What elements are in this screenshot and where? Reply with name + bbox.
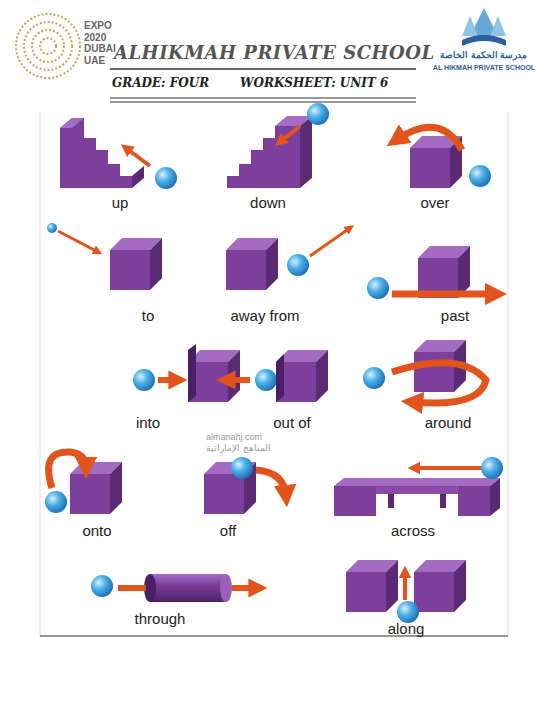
to-figure xyxy=(47,223,162,290)
rule xyxy=(40,635,508,636)
over-figure xyxy=(396,127,491,188)
preposition-label: along xyxy=(388,620,425,637)
preposition-label: past xyxy=(441,307,469,324)
preposition-label: onto xyxy=(82,522,111,539)
grade-label: GRADE: FOUR xyxy=(112,76,209,90)
watermark: المناهج الإماراتية xyxy=(206,443,271,453)
through-figure xyxy=(91,574,258,602)
school-title: ALHIKMAH PRIVATE SCHOOL xyxy=(114,42,435,63)
away-from-figure xyxy=(226,228,350,290)
along-figure xyxy=(346,560,466,623)
preposition-label: away from xyxy=(230,307,299,324)
rule xyxy=(110,97,416,98)
off-figure xyxy=(204,457,286,514)
preposition-label: through xyxy=(135,610,186,627)
rule xyxy=(110,101,416,102)
school-english-name: AL HIKMAH PRIVATE SCHOOL xyxy=(433,64,535,71)
preposition-label: down xyxy=(250,194,286,211)
school-logo xyxy=(462,8,506,46)
up-figure xyxy=(60,118,177,189)
rule xyxy=(110,68,416,70)
out-of-figure xyxy=(226,350,328,402)
preposition-label: to xyxy=(142,307,155,324)
preposition-label: up xyxy=(112,194,129,211)
across-figure xyxy=(334,457,503,516)
preposition-label: into xyxy=(136,414,160,431)
preposition-label: off xyxy=(220,522,236,539)
preposition-label: over xyxy=(420,194,449,211)
expo-logo xyxy=(16,14,80,78)
expo-logo-text: EXPO 2020 DUBAI UAE xyxy=(84,20,124,66)
worksheet-label: WORKSHEET: UNIT 6 xyxy=(240,76,388,90)
down-figure xyxy=(215,103,329,188)
preposition-label: across xyxy=(391,522,435,539)
into-figure xyxy=(133,344,240,402)
school-arabic-name: مدرسة الحكمة الخاصة xyxy=(440,50,527,60)
preposition-label: out of xyxy=(273,414,311,431)
around-figure xyxy=(363,340,486,403)
past-figure xyxy=(367,246,496,299)
onto-figure xyxy=(45,452,122,514)
watermark: almanahj.com xyxy=(206,432,262,442)
preposition-label: around xyxy=(425,414,472,431)
